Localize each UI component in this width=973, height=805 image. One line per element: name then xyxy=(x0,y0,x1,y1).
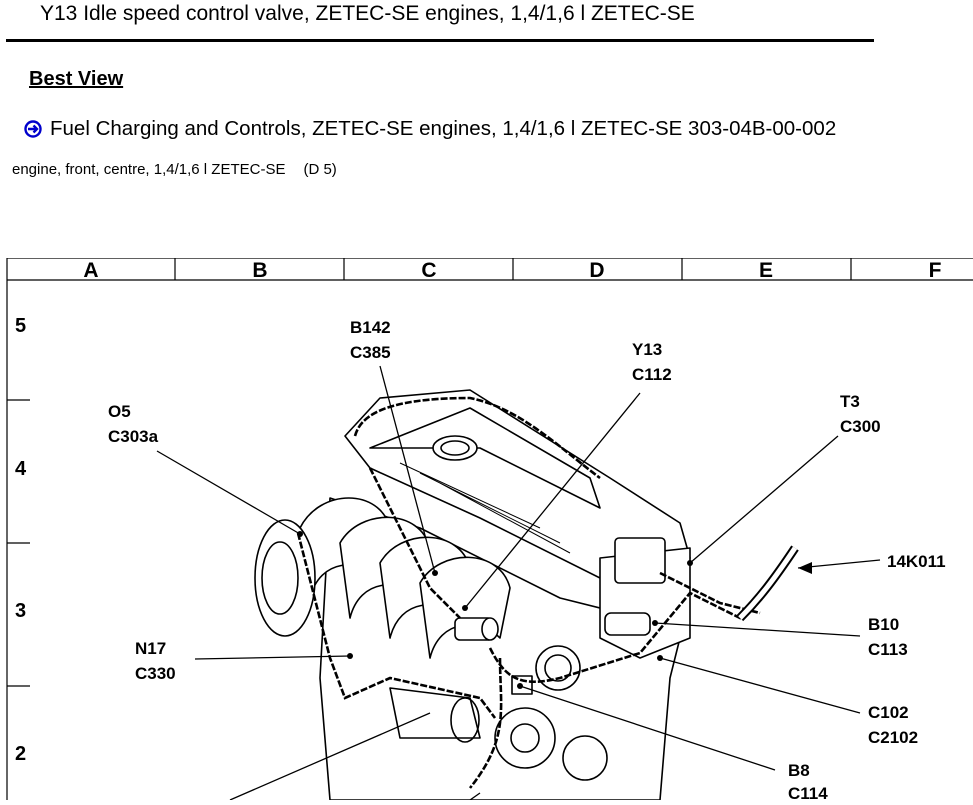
title-divider xyxy=(6,39,874,42)
grid-column-e: E xyxy=(758,259,773,282)
callout-14k011: 14K011 xyxy=(887,549,946,574)
callout-b142-component: B142 xyxy=(350,318,391,337)
grid-row-3: 3 xyxy=(15,600,27,622)
callout-y13-component: Y13 xyxy=(632,340,663,359)
best-view-link[interactable]: Fuel Charging and Controls, ZETEC-SE eng… xyxy=(24,117,836,141)
callout-n17-connector: C330 xyxy=(135,664,176,683)
callout-n17-component: N17 xyxy=(135,639,167,658)
callout-b8-connector: C114 xyxy=(788,784,828,803)
grid-column-b: B xyxy=(252,259,268,282)
page-title: Y13 Idle speed control valve, ZETEC-SE e… xyxy=(40,2,695,25)
grid-row-5: 5 xyxy=(15,315,27,337)
grid-frame xyxy=(6,258,973,800)
callout-t3-connector: C300 xyxy=(840,417,881,436)
leader-dots xyxy=(297,531,812,689)
callout-b8-component: B8 xyxy=(788,761,810,780)
callout-o5-component: O5 xyxy=(108,402,131,421)
grid-row-4: 4 xyxy=(15,458,27,480)
callout-y13-connector: C112 xyxy=(632,365,672,384)
engine-location-diagram xyxy=(6,258,973,800)
callout-o5: O5 C303a xyxy=(108,399,158,449)
callout-b142: B142 C385 xyxy=(350,315,391,365)
callout-o5-connector: C303a xyxy=(108,427,159,446)
grid-column-f: F xyxy=(928,259,942,282)
grid-column-a: A xyxy=(83,259,99,282)
component-location: engine, front, centre, 1,4/1,6 l ZETEC-S… xyxy=(12,161,337,178)
callout-14k011-component: 14K011 xyxy=(887,552,946,571)
callout-b142-connector: C385 xyxy=(350,343,391,362)
grid-column-d: D xyxy=(589,259,605,282)
wiring-harness xyxy=(296,396,791,789)
callout-n17: N17 C330 xyxy=(135,636,176,686)
callout-b10-component: B10 xyxy=(868,615,900,634)
callout-b8: B8 C114 xyxy=(788,759,828,805)
callout-t3-component: T3 xyxy=(840,392,860,411)
callout-c102: C102 C2102 xyxy=(868,700,918,750)
engine-illustration xyxy=(254,389,691,800)
arrow-circle-right-icon xyxy=(24,120,42,138)
location-text: engine, front, centre, 1,4/1,6 l ZETEC-S… xyxy=(12,161,286,178)
best-view-heading: Best View xyxy=(29,68,124,90)
grid-reference: (D 5) xyxy=(303,161,337,178)
leader-lines xyxy=(156,365,881,800)
grid-row-2: 2 xyxy=(15,743,27,765)
callout-b10: B10 C113 xyxy=(868,612,908,662)
grid-column-c: C xyxy=(421,259,437,282)
callout-y13: Y13 C112 xyxy=(632,337,672,387)
callout-c102-connector: C2102 xyxy=(868,728,919,747)
callout-c102-component: C102 xyxy=(868,703,909,722)
callout-b10-connector: C113 xyxy=(868,640,908,659)
callout-t3: T3 C300 xyxy=(840,389,881,439)
best-view-link-text[interactable]: Fuel Charging and Controls, ZETEC-SE eng… xyxy=(50,117,837,140)
